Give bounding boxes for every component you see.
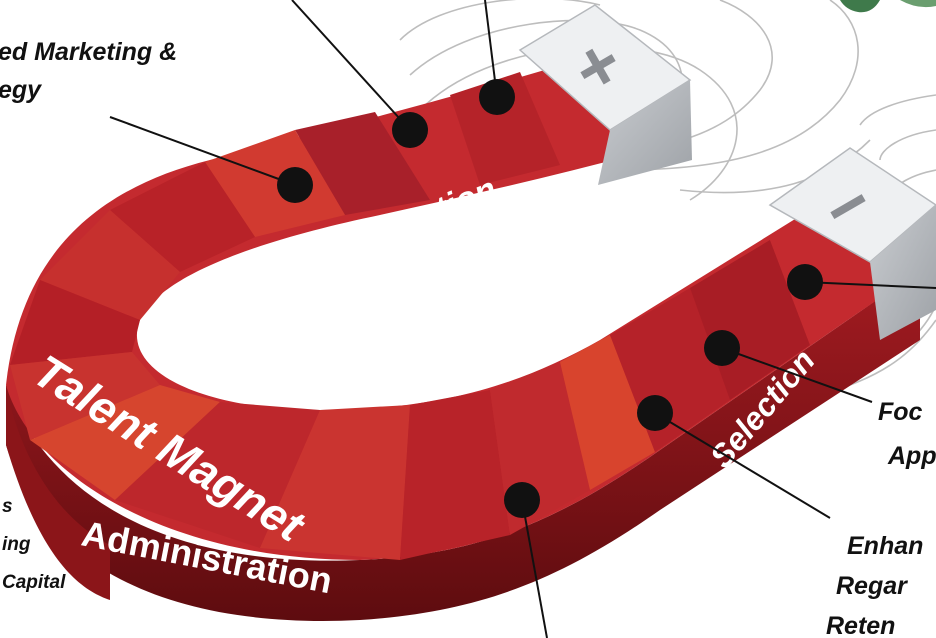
magnet-segments [10,72,880,560]
marker-dot [637,395,673,431]
callout-left-ing: ing [2,534,31,555]
positive-pole: + [518,4,692,185]
magnet-side [6,270,920,621]
marker-dot [704,330,740,366]
marker-dot [277,167,313,203]
magnet-left-edge [6,385,110,600]
callout-strategy: egy [0,76,42,104]
callout-marketing: ed Marketing & [0,38,178,66]
marker-dot [504,482,540,518]
marker-dot [479,79,515,115]
marker-dot [787,264,823,300]
callout-left-capital: Capital [2,572,66,593]
green-decoration [840,0,880,13]
callout-foc: Foc [878,398,923,426]
marker-dots [277,79,823,518]
green-decoration-2 [900,0,936,8]
callout-enhan: Enhan [847,532,924,560]
marker-dot [392,112,428,148]
leader-lines [109,0,936,638]
callout-reten: Reten [826,612,896,638]
callout-left-s: s [2,496,13,517]
callout-regar: Regar [836,572,907,600]
callout-app: App [888,442,936,470]
